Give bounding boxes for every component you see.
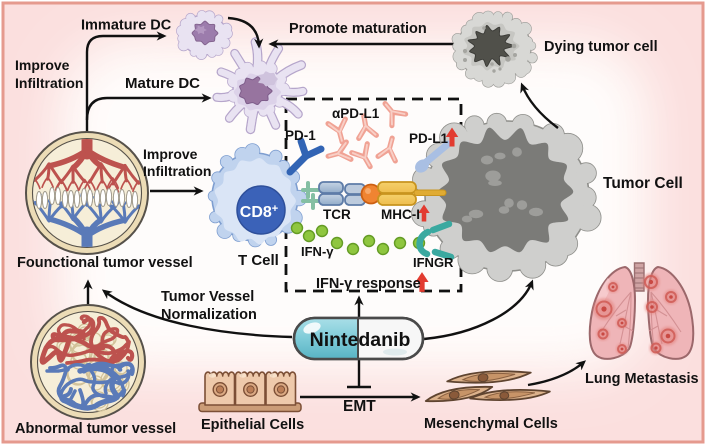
svg-text:Improve: Improve	[143, 146, 198, 162]
svg-text:Founctional tumor vessel: Founctional tumor vessel	[17, 255, 193, 271]
svg-text:Improve: Improve	[15, 57, 70, 73]
svg-text:Epithelial Cells: Epithelial Cells	[201, 417, 304, 433]
svg-text:MHC-I: MHC-I	[381, 207, 420, 222]
svg-text:Tumor Cell: Tumor Cell	[603, 175, 683, 192]
svg-text:CD8+: CD8+	[240, 203, 278, 221]
svg-text:EMT: EMT	[343, 398, 376, 415]
svg-text:Immature DC: Immature DC	[81, 18, 172, 34]
svg-text:IFN-γ response: IFN-γ response	[316, 276, 421, 292]
svg-text:Mesenchymal Cells: Mesenchymal Cells	[424, 416, 558, 432]
svg-text:Infiltration: Infiltration	[143, 163, 211, 179]
svg-text:IFNGR: IFNGR	[413, 255, 454, 270]
svg-text:Abnormal tumor vessel: Abnormal tumor vessel	[15, 421, 176, 437]
svg-text:Dying tumor cell: Dying tumor cell	[544, 39, 658, 55]
svg-text:Normalization: Normalization	[161, 307, 257, 323]
svg-text:Promote maturation: Promote maturation	[289, 21, 427, 37]
svg-text:Mature DC: Mature DC	[125, 75, 200, 92]
svg-text:Nintedanib: Nintedanib	[310, 329, 411, 351]
svg-text:αPD-L1: αPD-L1	[332, 106, 380, 121]
svg-text:T Cell: T Cell	[238, 252, 279, 269]
svg-text:TCR: TCR	[323, 207, 351, 222]
svg-text:Infiltration: Infiltration	[15, 75, 83, 91]
svg-text:PD-L1: PD-L1	[409, 131, 448, 146]
svg-text:PD-1: PD-1	[285, 128, 316, 143]
svg-text:Tumor Vessel: Tumor Vessel	[161, 289, 254, 305]
svg-text:IFN-γ: IFN-γ	[301, 244, 334, 259]
svg-text:Lung Metastasis: Lung Metastasis	[585, 371, 699, 387]
